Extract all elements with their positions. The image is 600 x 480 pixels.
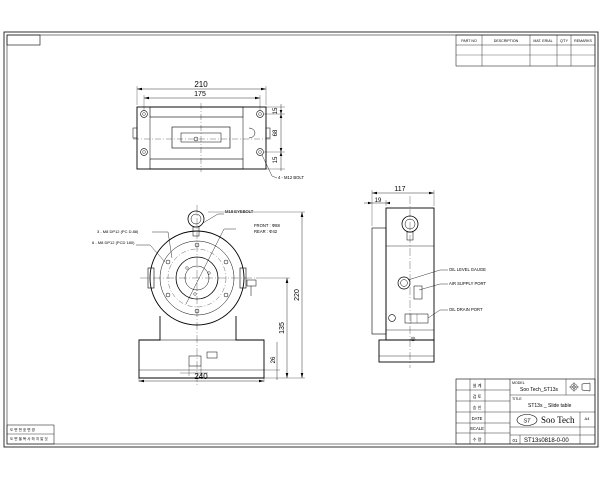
tap-note-1: 3 - M8 DP12 (PC D.88) [97,229,139,234]
oil-drain-port [388,314,396,322]
top-view-upper-block [149,106,244,118]
top-view-side-lug-right [265,127,271,139]
company-logo-icon [516,414,538,426]
air-fitting [246,279,257,287]
corner-marker [6,34,41,46]
tap-hole-3 [223,292,229,298]
oil-level-gauge [397,276,411,290]
pcd-hole-2 [207,271,211,275]
inner-border [6,34,596,445]
pedestal [138,316,265,379]
row-label-design: 설 계 [473,382,482,389]
base-plug [206,351,218,359]
side-panel-line-2: 도 면 을 복 사 하 지 말 것 [10,436,48,441]
air-supply-note: AIR SUPPLY PORT [449,281,486,286]
oil-level-note: OIL LEVEL GAUGE [449,267,486,272]
dim-right-middle: 68 [273,129,279,136]
pcd-hole-1 [185,266,189,270]
dim-height-center: 135 [279,322,286,334]
title-label: TITLE [512,397,522,401]
rev-header-part-no: PART NO [461,39,477,43]
rev-header-remarks: REMARKS [574,39,592,43]
row-label-quantity: 수 량 [473,436,482,443]
top-view-lower-block [149,158,244,170]
rev-header-qty: Q'TY [560,39,569,43]
bolt-note: 4 - M12 BOLT [278,175,304,180]
side-view-base [378,339,435,363]
sheet-number: 01 [513,438,518,443]
dim-base: 26 [271,356,277,363]
oil-drain-note: OIL DRAIN PORT [449,307,483,312]
air-supply-port [413,285,423,300]
sheet-size: A4 [585,416,591,421]
pcd-hole-3 [193,292,197,296]
dim-inner-width: 175 [194,91,206,98]
rev-header-description: DESCRIPTION [494,39,519,43]
row-label-date: DATE [472,416,483,421]
revision-table: PART NO DESCRIPTION MAT. ERIAL Q'TY REMA… [455,34,596,67]
tap-hole-6 [165,259,171,265]
title-value: ST13s _ Slide table [528,403,572,409]
drawing-number: ST13s0818-0-00 [524,438,569,444]
row-label-review: 검 토 [473,393,482,399]
tap-note-2: 6 - M8 DP12 (PCD 180) [92,240,135,245]
projection-symbol-icon [569,382,591,392]
bolt-hole-top-right [256,110,264,118]
dim-bottom-width: 240 [194,372,208,381]
dim-right-bottom: 15 [273,156,279,163]
eyebolt-note: M18 EYEBOLT [225,209,254,214]
base-key [188,355,202,367]
side-panel [6,424,55,445]
bolt-hole-bottom-left [140,148,148,156]
bolt-hole-bottom-right [256,148,264,156]
side-panel-line-1: 도 면 번 호 변 경 [10,427,35,432]
company-logo-text: ST [523,419,531,425]
company-name: Soo Tech [541,415,575,425]
rev-header-material: MAT. ERIAL [533,39,552,43]
row-label-scale: SCALE [470,426,484,431]
front-bore-note: FRONT : Φ88 [254,223,281,228]
eyebolt-ring [187,210,205,228]
dim-side-offset: 19 [375,198,382,204]
oil-drain-plate [404,313,429,324]
top-view [132,86,285,179]
row-label-approve: 승 인 [473,404,482,410]
bolt-hole-top-left [140,110,148,118]
model-value: Soo Tech_ST13s [520,387,558,393]
side-view-upper-block [371,227,387,335]
rear-bore-note: REAR : Φ42 [254,229,278,234]
dim-overall-width: 210 [194,80,208,89]
side-view [364,190,448,368]
title-block [455,378,596,445]
model-label: MODEL [512,381,525,385]
dim-side-overall: 117 [394,186,405,193]
dim-height-total: 220 [294,289,301,301]
tap-hole-5 [165,292,171,298]
front-view [136,205,305,385]
outer-border [3,31,599,448]
top-view-body [136,106,267,170]
tap-hole-2 [223,259,229,265]
dim-right-top: 15 [273,107,279,114]
top-view-side-lug-left [132,127,138,139]
